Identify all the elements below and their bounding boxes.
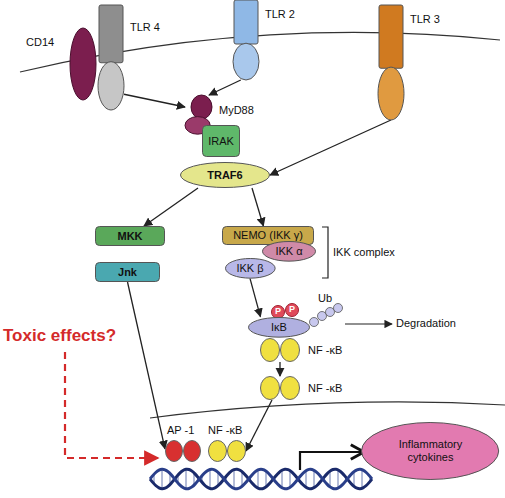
output-ellipse: Inflammatory cytokines: [361, 422, 499, 480]
phosphate-label: P: [286, 304, 298, 314]
adaptor-ellipse: TRAF6: [180, 162, 270, 188]
node-label: MyD88: [219, 104, 254, 117]
node-label: NF -κB: [308, 344, 342, 357]
receptor: TLR 3: [378, 5, 404, 120]
node-label: NEMO (IKK γ): [233, 229, 303, 242]
signal-arrow: [144, 188, 198, 226]
node-label: TLR 4: [130, 21, 160, 34]
node-shape: [208, 440, 246, 462]
complex-bracket: [322, 227, 328, 278]
signal-arrow: [252, 188, 263, 226]
signal-arrow: [270, 120, 391, 175]
node-shape: [98, 5, 124, 110]
node-label: IKK α: [275, 245, 302, 258]
nuclear-membrane: [150, 402, 505, 418]
coreceptor: CD14: [70, 28, 96, 100]
transcription-arrow: [300, 452, 364, 470]
inhibitor-ellipse: IκB: [248, 317, 310, 338]
node-label: IRAK: [208, 135, 234, 148]
complex-subunit: IKK α: [262, 241, 316, 262]
receptor: TLR 4: [98, 5, 124, 110]
transcription-factor: NF -κB: [260, 376, 300, 400]
receptor: TLR 2: [233, 0, 259, 80]
node-shape: [233, 0, 259, 80]
question-callout: Toxic effects?: [3, 326, 116, 346]
signal-arrow: [209, 80, 241, 95]
phosphate-dot: [286, 304, 299, 317]
node-label: NF -κB: [208, 424, 242, 437]
ubiquitin-chain: [310, 304, 343, 327]
node-label: TRAF6: [207, 169, 242, 182]
node-shape: [165, 440, 201, 462]
signal-arrow: [250, 278, 260, 316]
process-label: Degradation: [396, 317, 456, 329]
signal-arrow: [128, 282, 166, 449]
phosphate-label: P: [272, 306, 284, 316]
transcription-factor: NF -κB: [208, 440, 246, 462]
node-label: AP -1: [167, 424, 194, 437]
group-label: IKK complex: [333, 246, 395, 258]
node-label: IKK β: [236, 262, 263, 275]
node-label: TLR 2: [265, 8, 295, 21]
kinase-box: MKK: [95, 226, 165, 246]
node-shape: [260, 376, 300, 400]
phosphate-dot: [272, 306, 285, 319]
kinase-box: Jnk: [95, 262, 160, 282]
signal-arrow: [246, 400, 272, 451]
dna-helix: [150, 469, 372, 489]
node-label: TLR 3: [410, 13, 440, 26]
signal-arrow: [279, 362, 280, 376]
transcription-factor: AP -1: [165, 440, 201, 462]
ubiquitin-label: Ub: [318, 292, 332, 304]
node-label: MKK: [117, 230, 142, 243]
degradation-arrow: [345, 323, 392, 324]
complex-subunit: IKK β: [225, 258, 276, 279]
node-label: Inflammatory cytokines: [384, 438, 476, 463]
node-label: Jnk: [118, 266, 137, 279]
signal-arrow: [124, 94, 185, 107]
node-shape: [378, 5, 404, 120]
kinase-box: IRAK: [202, 125, 240, 157]
node-shape: [70, 28, 96, 100]
node-label: IκB: [271, 321, 287, 334]
node-label: NF -κB: [308, 382, 342, 395]
node-shape: [260, 338, 300, 362]
toxic-arrow: [65, 352, 158, 458]
node-label: CD14: [26, 36, 54, 49]
transcription-factor: NF -κB: [260, 338, 300, 362]
